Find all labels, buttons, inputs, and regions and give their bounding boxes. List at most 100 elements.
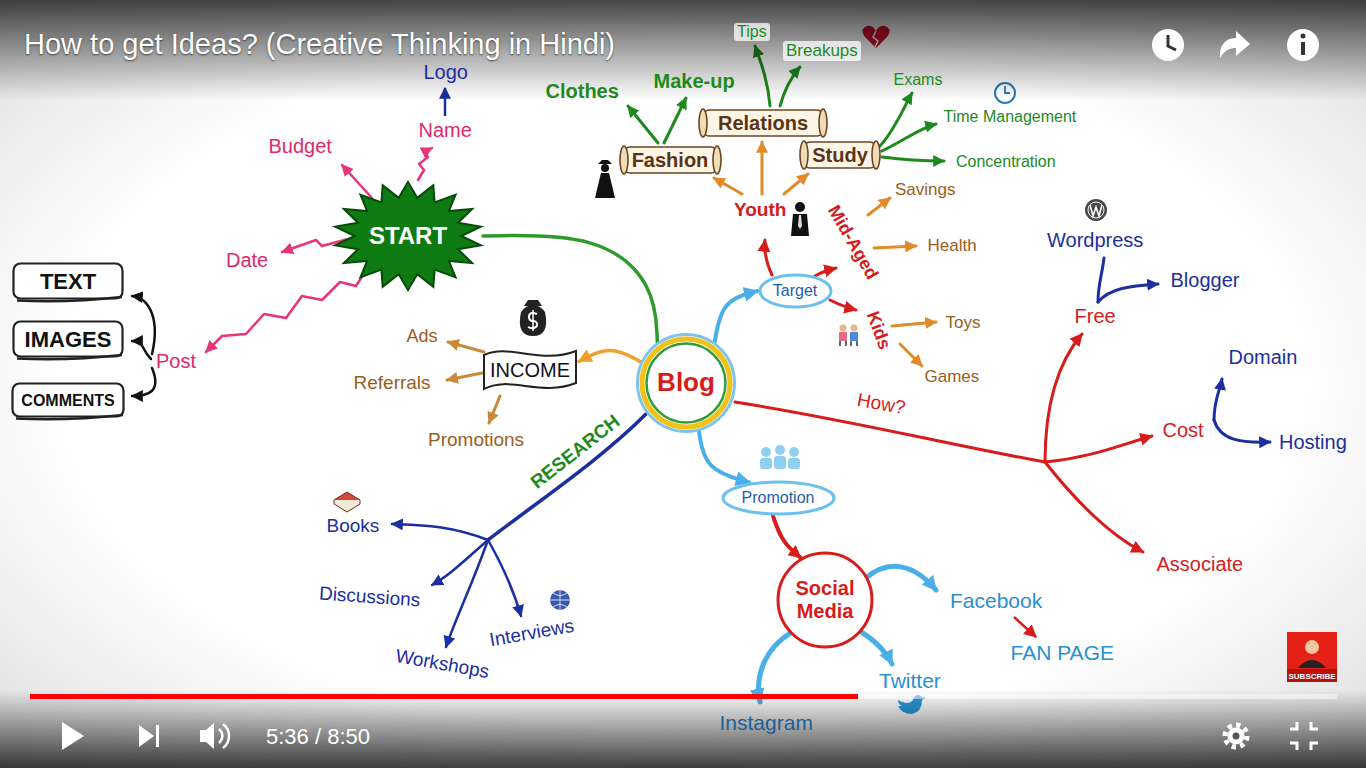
- option-bracket-line: [1214, 379, 1222, 420]
- money-bag-icon: [520, 300, 546, 336]
- audience-branch-arrow: [874, 246, 916, 248]
- branch-label: Time Management: [944, 108, 1077, 126]
- branch-label: Tips: [734, 23, 770, 41]
- fan-page-arrow: [1014, 617, 1036, 637]
- topic-branch-arrow: [882, 157, 944, 161]
- topic-branch-arrow: [882, 124, 936, 151]
- research-branch-line: [392, 414, 646, 647]
- branch-label: Logo: [424, 61, 469, 84]
- post-bracket-arrow: [132, 296, 155, 354]
- info-button: [1301, 34, 1306, 39]
- shape-outline: [13, 384, 124, 417]
- shape-outline: [14, 264, 123, 299]
- node-text-group: Relations: [718, 112, 808, 135]
- subscribe-badge: [1298, 660, 1326, 668]
- node-text-group: INCOME: [490, 359, 570, 382]
- branch-label: Instagram: [720, 711, 813, 735]
- how-branch-line: [1045, 462, 1143, 552]
- people-icon: [761, 447, 771, 457]
- line-label: RESEARCH: [524, 409, 626, 496]
- branch-label: Associate: [1157, 553, 1244, 576]
- people-icon: [774, 456, 786, 469]
- progress-bar: [30, 694, 858, 699]
- share-button: [1220, 31, 1250, 58]
- money-bag-icon: [532, 310, 534, 331]
- option-bracket-line: [1098, 284, 1158, 302]
- volume-button: [223, 724, 229, 748]
- how-branch-line: [1045, 334, 1082, 462]
- branch-label: Budget: [269, 135, 332, 158]
- play-button: [62, 722, 84, 750]
- shape-outline: [804, 142, 876, 168]
- shape-outline: [703, 110, 823, 136]
- post-bracket-arrow: [132, 341, 151, 359]
- fashion-figure-icon: [598, 160, 612, 164]
- shape-outline: [14, 322, 123, 357]
- connector-arrow: [579, 351, 641, 362]
- shape-outline: [778, 553, 872, 647]
- wordpress-logo-icon: [1085, 199, 1107, 221]
- research-branch-line: [446, 540, 488, 647]
- scroll-node: Relations: [697, 107, 829, 139]
- banner-node: INCOME: [478, 345, 582, 395]
- wordpress-logo-icon: [1088, 202, 1104, 218]
- fashion-figure-icon: [601, 164, 609, 172]
- node-text-group: Blog: [657, 368, 715, 398]
- branch-label: Interviews: [488, 615, 576, 651]
- shape-outline: [723, 482, 834, 514]
- node-text: IMAGES: [25, 327, 112, 352]
- fullscreen-exit-button: [1311, 743, 1318, 750]
- node-text-group: COMMENTS: [21, 392, 114, 410]
- subscribe-badge: [1287, 669, 1337, 682]
- wordpress-logo-icon: [1085, 199, 1107, 221]
- settings-button: [1228, 728, 1245, 745]
- shape-outline: [642, 339, 730, 427]
- branch-label: Free: [1075, 305, 1116, 328]
- oval-node: Promotion: [721, 480, 836, 516]
- node-text: Relations: [718, 112, 808, 135]
- fullscreen-exit-button: [1311, 722, 1318, 729]
- kids-icon: [851, 325, 858, 332]
- node-text: Target: [773, 282, 817, 300]
- people-icon: [775, 445, 785, 455]
- audience-branch-arrow: [714, 178, 742, 194]
- shape-outline: [624, 147, 717, 173]
- info-button: [1301, 42, 1305, 55]
- node-text-group: TEXT: [40, 269, 96, 294]
- node-text: START: [369, 222, 447, 250]
- social-branch-arrow: [858, 630, 892, 664]
- income-branch-arrow: [447, 373, 482, 380]
- node-text-group: IMAGES: [25, 327, 112, 352]
- node-text: Blog: [657, 368, 715, 398]
- social-branch-arrow: [866, 566, 936, 590]
- branch-label: Referrals: [354, 372, 431, 394]
- shape-outline: [17, 355, 122, 359]
- branch-label: Health: [928, 236, 977, 256]
- branch-label: Exams: [894, 71, 943, 89]
- target-branch-arrow: [765, 240, 772, 275]
- research-branch-line: [392, 524, 488, 540]
- settings-button: [1225, 725, 1247, 747]
- branch-label: Name: [419, 119, 472, 142]
- people-icon: [760, 445, 800, 469]
- youth-figure-icon: [798, 215, 802, 229]
- post-bracket-arrow: [132, 296, 155, 396]
- book-icon: [334, 492, 360, 512]
- branch-label: Cost: [1163, 419, 1204, 442]
- subscribe-badge: [1287, 632, 1337, 682]
- connector-arrow: [715, 291, 758, 342]
- node-text-group: Fashion: [632, 149, 709, 172]
- how-branch-line: [1045, 436, 1152, 462]
- income-branch-arrow: [489, 396, 500, 423]
- node-text: Social Media: [788, 577, 862, 623]
- watch-later-button: [1152, 29, 1184, 61]
- people-icon: [789, 447, 799, 457]
- start-branch-line: [206, 264, 370, 352]
- scroll-node: Fashion: [618, 144, 723, 176]
- oval-node: Target: [758, 273, 833, 309]
- kids-icon: [839, 325, 858, 347]
- branch-label: Clothes: [546, 80, 619, 103]
- node-text-group: START: [369, 222, 447, 250]
- next-button: [139, 725, 159, 747]
